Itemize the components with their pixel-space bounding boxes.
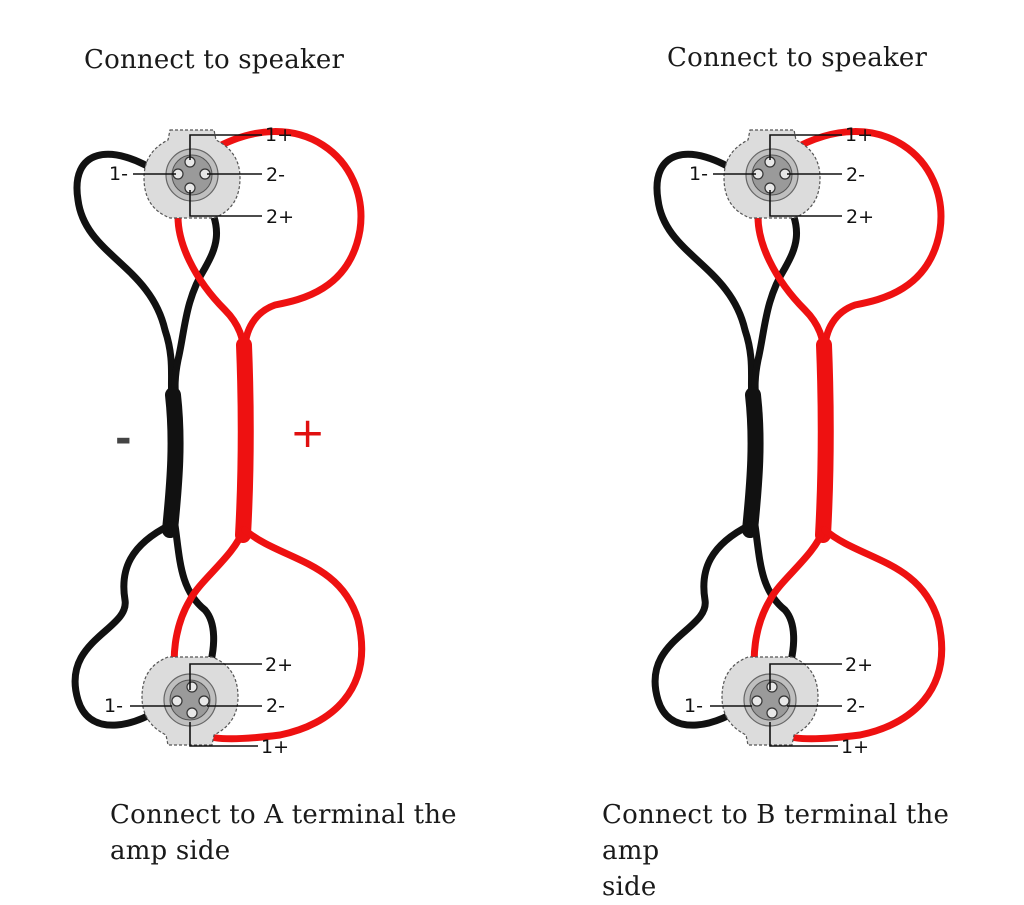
left-top-leaders [133,134,262,217]
right-speaker-caption: Connect to speaker [667,43,928,73]
left-amp-caption-line2: amp side [110,836,231,866]
left-bottom-pin-1-minus-label: 1- [104,695,123,717]
right-wiring-diagram: 1+ 1- 2- 2+ 2+ 1- 2- 1+ [651,124,946,758]
right-top-pin-1-minus-label: 1- [689,163,708,185]
right-amp-caption-line1: Connect to B terminal the amp [602,800,950,866]
right-bottom-leaders [710,663,842,747]
right-bottom-pin-1-plus-label: 1+ [841,736,869,758]
left-top-pin-1-plus-label: 1+ [265,124,293,146]
right-top-pin-2-minus-label: 2- [846,164,865,186]
left-speaker-caption: Connect to speaker [84,45,345,75]
left-negative-wire [71,150,221,729]
right-amp-caption: Connect to B terminal the amp side [602,797,1002,905]
left-wiring-diagram: 1+ 1- 2- 2+ 2+ 1- 2- 1+ - + [71,124,366,758]
left-top-pin-2-plus-label: 2+ [266,206,294,228]
right-bottom-pin-2-plus-label: 2+ [845,654,873,676]
left-top-pin-2-minus-label: 2- [266,164,285,186]
right-bottom-pin-1-minus-label: 1- [684,695,703,717]
left-bottom-pin-2-minus-label: 2- [266,695,285,717]
left-amp-caption-line1: Connect to A terminal the [110,800,457,830]
left-bottom-leaders [130,663,262,747]
right-top-pin-1-plus-label: 1+ [845,124,873,146]
right-negative-wire [651,150,801,729]
right-top-leaders [713,134,842,217]
right-positive-wire [750,128,946,743]
right-amp-caption-line2: side [602,872,657,902]
positive-polarity-label: + [290,408,325,457]
right-bottom-pin-2-minus-label: 2- [846,695,865,717]
negative-polarity-label: - [115,416,132,462]
left-amp-caption: Connect to A terminal the amp side [110,797,470,869]
left-bottom-pin-2-plus-label: 2+ [265,654,293,676]
right-top-pin-2-plus-label: 2+ [846,206,874,228]
left-bottom-pin-1-plus-label: 1+ [261,736,289,758]
wiring-diagram: 1+ 1- 2- 2+ 2+ 1- 2- 1+ - + [71,124,946,758]
left-top-pin-1-minus-label: 1- [109,163,128,185]
